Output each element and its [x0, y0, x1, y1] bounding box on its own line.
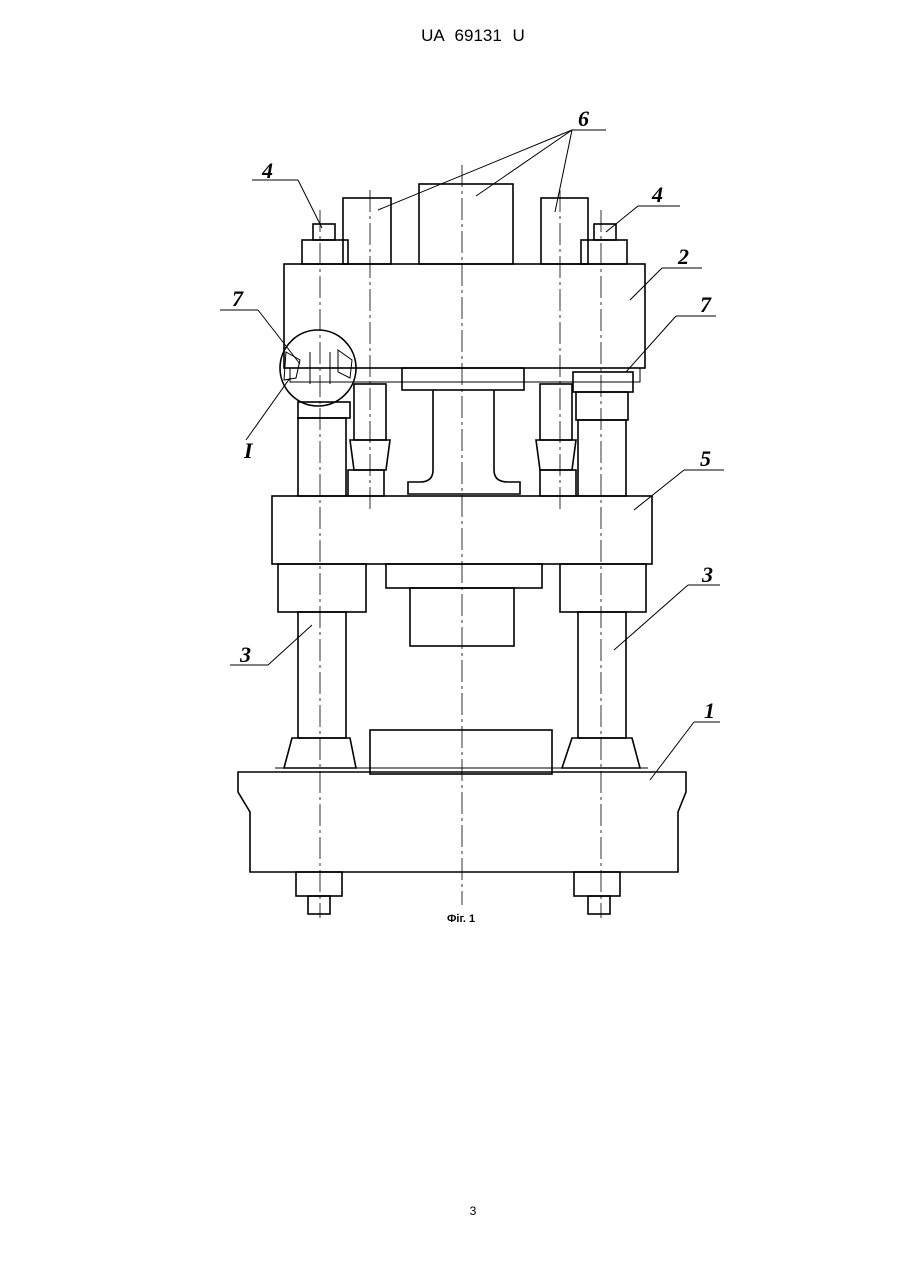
callout-5: 5	[700, 446, 711, 471]
callout-7-left: 7	[232, 286, 244, 311]
guide-bushings	[298, 372, 633, 420]
callout-4-right: 4	[651, 182, 663, 207]
center-lines	[320, 165, 601, 918]
callout-6: 6	[578, 106, 589, 131]
callout-detail-i: I	[243, 438, 254, 463]
callout-2: 2	[677, 244, 689, 269]
leader-lines	[220, 130, 724, 780]
page-number: 3	[0, 1204, 901, 1218]
callout-1: 1	[704, 698, 715, 723]
callout-3-right: 3	[701, 562, 713, 587]
die-block	[370, 730, 552, 774]
callout-labels: 6 4 4 2 7 7 I 5 3 3 1	[232, 106, 715, 723]
callout-4-left: 4	[261, 158, 273, 183]
callout-7-right: 7	[700, 292, 712, 317]
figure-caption: Фіг. 1	[447, 913, 475, 925]
callout-3-left: 3	[239, 642, 251, 667]
